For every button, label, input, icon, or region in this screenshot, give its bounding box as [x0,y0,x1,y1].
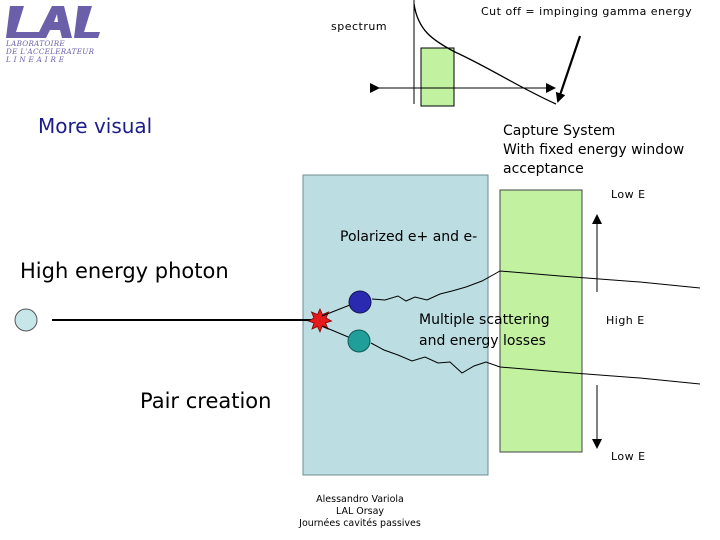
high-e-label: High E [606,314,645,327]
high-energy-photon-label: High energy photon [20,259,229,283]
credit-line: Alessandro Variola [316,494,404,505]
logo-line: L I N E A I R E [6,55,65,64]
spectrum-label: spectrum [331,20,388,33]
multiple-scattering-line: Multiple scattering [419,312,550,328]
scattered-track-upper [371,270,701,302]
multiple-scattering-label: Multiple scattering and energy losses [419,310,550,352]
capture-system-line: acceptance [503,161,584,177]
high-energy-photon-dot [14,308,38,332]
author-credits: Alessandro Variola LAL Orsay Journées ca… [295,494,425,530]
low-e-bottom-label: Low E [611,450,646,463]
credit-line: LAL Orsay [335,506,385,517]
positron-track [321,325,354,340]
lal-logo-mark [6,6,100,38]
multiple-scattering-line: and energy losses [419,333,546,349]
capture-system-line: Capture System [503,123,616,139]
spectrum-window-bar [420,47,455,107]
polarized-label: Polarized e+ and e- [340,229,478,245]
credit-line: Journées cavités passives [299,518,421,529]
positron-dot [347,329,371,353]
lal-logo-text: LABORATOIRE DE L'ACCELERATEUR L I N E A … [6,40,102,64]
electron-dot [348,290,372,314]
low-e-top-label: Low E [611,188,646,201]
scattered-track-lower [370,342,701,385]
pair-creation-label: Pair creation [140,389,272,413]
cutoff-note: Cut off = impinging gamma energy [481,5,693,18]
lal-logo: LABORATOIRE DE L'ACCELERATEUR L I N E A … [2,2,102,64]
target-block [302,174,489,476]
logo-line: LABORATOIRE [6,39,65,48]
more-visual-label: More visual [38,114,153,138]
capture-window-block [499,189,583,453]
logo-line: DE L'ACCELERATEUR [6,47,95,56]
capture-system-line: With fixed energy window [503,142,685,158]
cutoff-arrow [555,35,582,103]
capture-system-label: Capture System With fixed energy window … [503,122,684,179]
